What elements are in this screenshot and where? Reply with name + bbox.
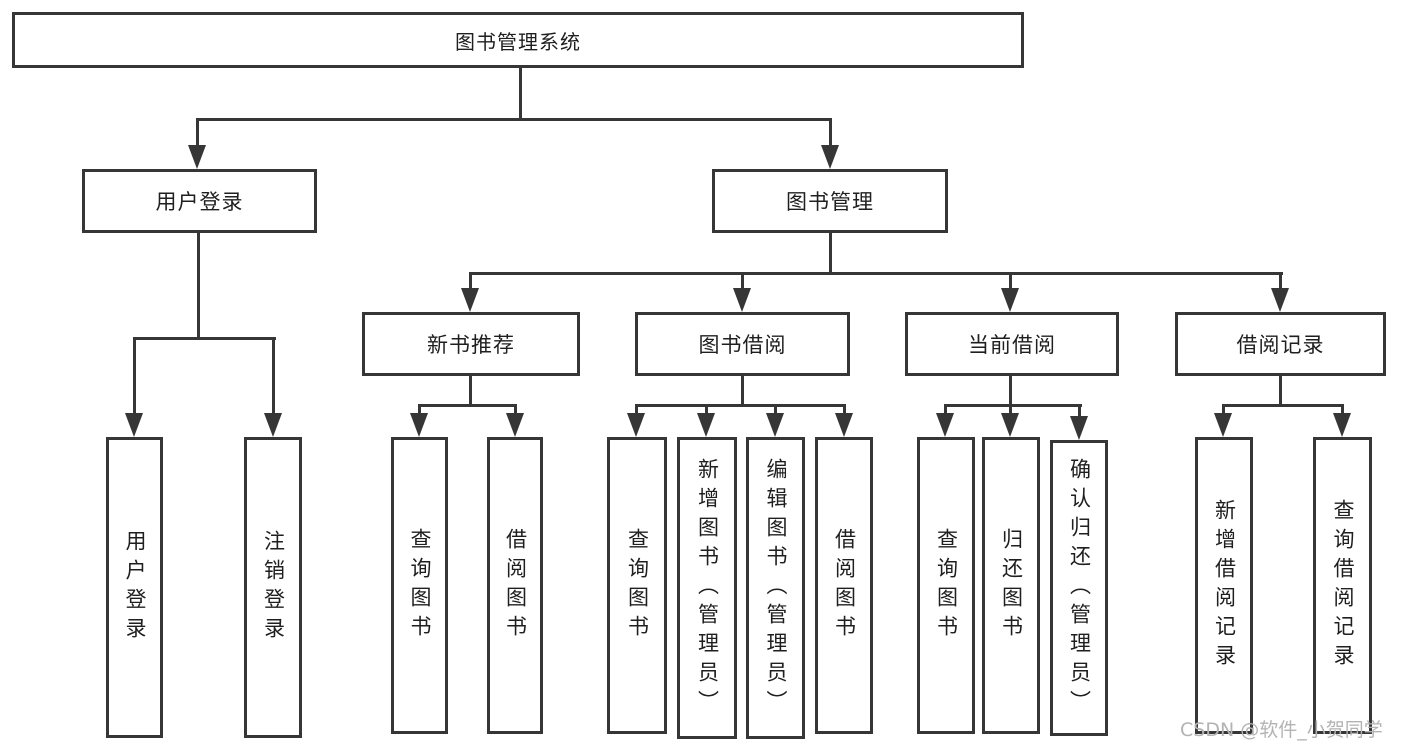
node-current-borrowing-label: 当前借阅 — [968, 333, 1056, 357]
arrow-down-icon — [627, 413, 645, 437]
connector-line — [741, 375, 744, 407]
node-new-book-recommend-label: 新书推荐 — [427, 333, 515, 357]
connector-line — [774, 404, 777, 416]
node-book-borrowing: 图书借阅 — [635, 312, 850, 376]
connector-line — [705, 404, 708, 416]
leaf-newbook-borrow-books-label: 借阅图书 — [503, 527, 528, 644]
connector-line — [1009, 375, 1012, 407]
connector-line — [519, 67, 522, 121]
arrow-down-icon — [835, 413, 853, 437]
leaf-borrow-query-books-label: 查询图书 — [625, 527, 650, 644]
arrow-down-icon — [1333, 413, 1351, 437]
connector-line — [418, 404, 421, 416]
arrow-down-icon — [410, 413, 428, 437]
connector-line — [944, 404, 1082, 407]
connector-line — [272, 337, 275, 416]
leaf-newbook-borrow-books: 借阅图书 — [487, 437, 543, 734]
node-user-login: 用户登录 — [82, 169, 317, 233]
arrow-down-icon — [506, 413, 524, 437]
leaf-current-query-books: 查询图书 — [917, 437, 975, 734]
arrow-down-icon — [461, 288, 479, 312]
connector-line — [1279, 272, 1282, 292]
leaf-newbook-query-books: 查询图书 — [391, 437, 448, 734]
connector-line — [1009, 404, 1012, 416]
node-book-borrowing-label: 图书借阅 — [698, 333, 787, 357]
leaf-record-query-label: 查询借阅记录 — [1331, 498, 1355, 673]
leaf-borrow-edit-books-admin: 编辑图书（管理员） — [746, 437, 805, 739]
leaf-borrow-borrow-books: 借阅图书 — [815, 437, 873, 734]
connector-line — [514, 404, 517, 416]
node-root: 图书管理系统 — [12, 12, 1024, 68]
leaf-current-query-books-label: 查询图书 — [934, 527, 959, 644]
connector-line — [418, 404, 517, 407]
arrow-down-icon — [1214, 413, 1232, 437]
leaf-newbook-query-books-label: 查询图书 — [408, 527, 432, 644]
arrow-down-icon — [1271, 288, 1289, 312]
connector-line — [1341, 404, 1344, 416]
node-book-management-label: 图书管理 — [786, 190, 874, 214]
leaf-borrow-borrow-books-label: 借阅图书 — [832, 527, 857, 644]
leaf-user-login-label: 用户登录 — [123, 529, 147, 646]
leaf-borrow-add-books-admin-label: 新增图书（管理员） — [695, 457, 720, 719]
node-new-book-recommend: 新书推荐 — [362, 312, 580, 376]
connector-line — [1222, 404, 1344, 407]
leaf-current-return-books-label: 归还图书 — [999, 527, 1024, 644]
arrow-down-icon — [733, 288, 751, 312]
leaf-logout: 注销登录 — [244, 437, 302, 738]
connector-line — [829, 232, 832, 275]
connector-line — [1222, 404, 1225, 416]
leaf-current-confirm-return-admin-label: 确认归还（管理员） — [1067, 457, 1092, 719]
connector-line — [133, 337, 136, 416]
connector-line — [829, 118, 832, 148]
connector-line — [635, 404, 638, 416]
node-book-management: 图书管理 — [712, 169, 948, 233]
node-borrowing-records-label: 借阅记录 — [1236, 333, 1325, 357]
connector-line — [196, 118, 832, 121]
connector-line — [843, 404, 846, 416]
connector-line — [469, 272, 1283, 275]
connector-line — [741, 272, 744, 292]
arrow-down-icon — [264, 413, 282, 437]
arrow-down-icon — [1001, 413, 1019, 437]
arrow-down-icon — [188, 145, 206, 169]
connector-line — [469, 272, 472, 292]
leaf-record-add: 新增借阅记录 — [1195, 437, 1253, 734]
arrow-down-icon — [936, 413, 954, 437]
leaf-record-query: 查询借阅记录 — [1313, 437, 1372, 734]
arrow-down-icon — [697, 413, 715, 437]
node-root-label: 图书管理系统 — [455, 29, 581, 54]
csdn-watermark: CSDN @软件_小贺同学 — [1180, 719, 1383, 741]
connector-line — [196, 118, 199, 148]
leaf-current-confirm-return-admin: 确认归还（管理员） — [1050, 440, 1108, 736]
connector-line — [1279, 375, 1282, 407]
leaf-record-add-label: 新增借阅记录 — [1212, 498, 1237, 673]
node-user-login-label: 用户登录 — [155, 190, 244, 214]
connector-line — [635, 404, 846, 407]
arrow-down-icon — [1070, 416, 1088, 440]
connector-line — [469, 375, 472, 407]
leaf-logout-label: 注销登录 — [261, 529, 286, 646]
arrow-down-icon — [821, 145, 839, 169]
arrow-down-icon — [1001, 288, 1019, 312]
node-borrowing-records: 借阅记录 — [1175, 312, 1386, 376]
leaf-current-return-books: 归还图书 — [982, 437, 1040, 734]
connector-line — [1009, 272, 1012, 292]
arrow-down-icon — [766, 413, 784, 437]
leaf-user-login: 用户登录 — [106, 437, 163, 738]
leaf-borrow-query-books: 查询图书 — [607, 437, 667, 734]
leaf-borrow-add-books-admin: 新增图书（管理员） — [677, 437, 737, 739]
arrow-down-icon — [125, 413, 143, 437]
leaf-borrow-edit-books-admin-label: 编辑图书（管理员） — [764, 457, 788, 719]
connector-line — [133, 337, 276, 340]
connector-line — [944, 404, 947, 416]
node-current-borrowing: 当前借阅 — [905, 312, 1119, 376]
connector-line — [197, 232, 200, 340]
connector-line — [1078, 404, 1081, 418]
